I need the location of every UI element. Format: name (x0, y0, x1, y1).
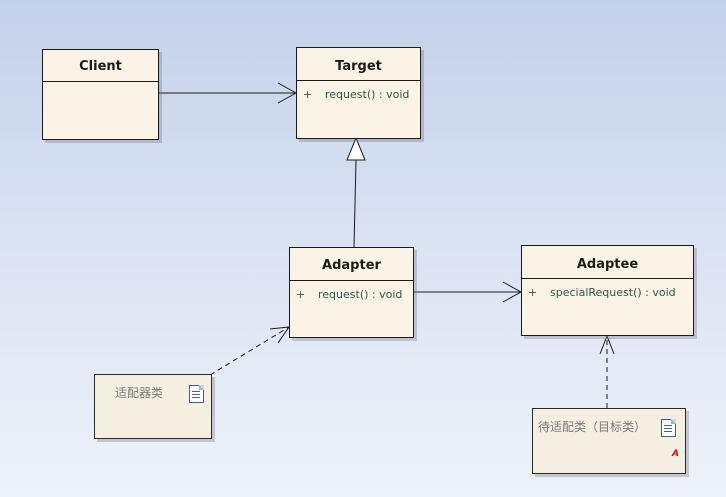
adapter-class[interactable]: Adapter + request() : void (289, 247, 414, 338)
operation-signature: request() : void (318, 288, 403, 301)
visibility-marker: + (528, 286, 538, 299)
adapter-note-link[interactable] (209, 326, 291, 376)
abstract-marker: A (672, 449, 679, 459)
adapter-note[interactable]: 适配器类 (94, 374, 212, 439)
adaptee-operation-special-request[interactable]: + specialRequest() : void (522, 279, 693, 299)
adaptee-note-link[interactable] (599, 334, 615, 408)
adapter-target-generalization[interactable] (346, 136, 366, 248)
adaptee-note-text: 待适配类（目标类） (538, 420, 647, 434)
adapter-adaptee-association[interactable] (413, 281, 523, 303)
document-icon (189, 385, 204, 403)
operation-signature: specialRequest() : void (550, 286, 676, 299)
target-class[interactable]: Target + request() : void (296, 47, 421, 139)
operation-signature: request() : void (325, 88, 410, 101)
adaptee-class-name: Adaptee (522, 246, 693, 279)
visibility-marker: + (303, 88, 313, 101)
visibility-marker: + (296, 288, 306, 301)
document-icon (661, 419, 676, 437)
client-class[interactable]: Client (42, 49, 159, 140)
target-class-name: Target (297, 48, 420, 81)
adapter-note-text: 适配器类 (115, 386, 164, 400)
adaptee-class[interactable]: Adaptee + specialRequest() : void (521, 245, 694, 336)
client-target-association[interactable] (158, 82, 298, 104)
adapter-operation-request[interactable]: + request() : void (290, 281, 413, 301)
client-class-name: Client (43, 50, 158, 82)
adaptee-note[interactable]: 待适配类（目标类） A (532, 408, 686, 474)
target-operation-request[interactable]: + request() : void (297, 81, 420, 101)
adapter-class-name: Adapter (290, 248, 413, 281)
